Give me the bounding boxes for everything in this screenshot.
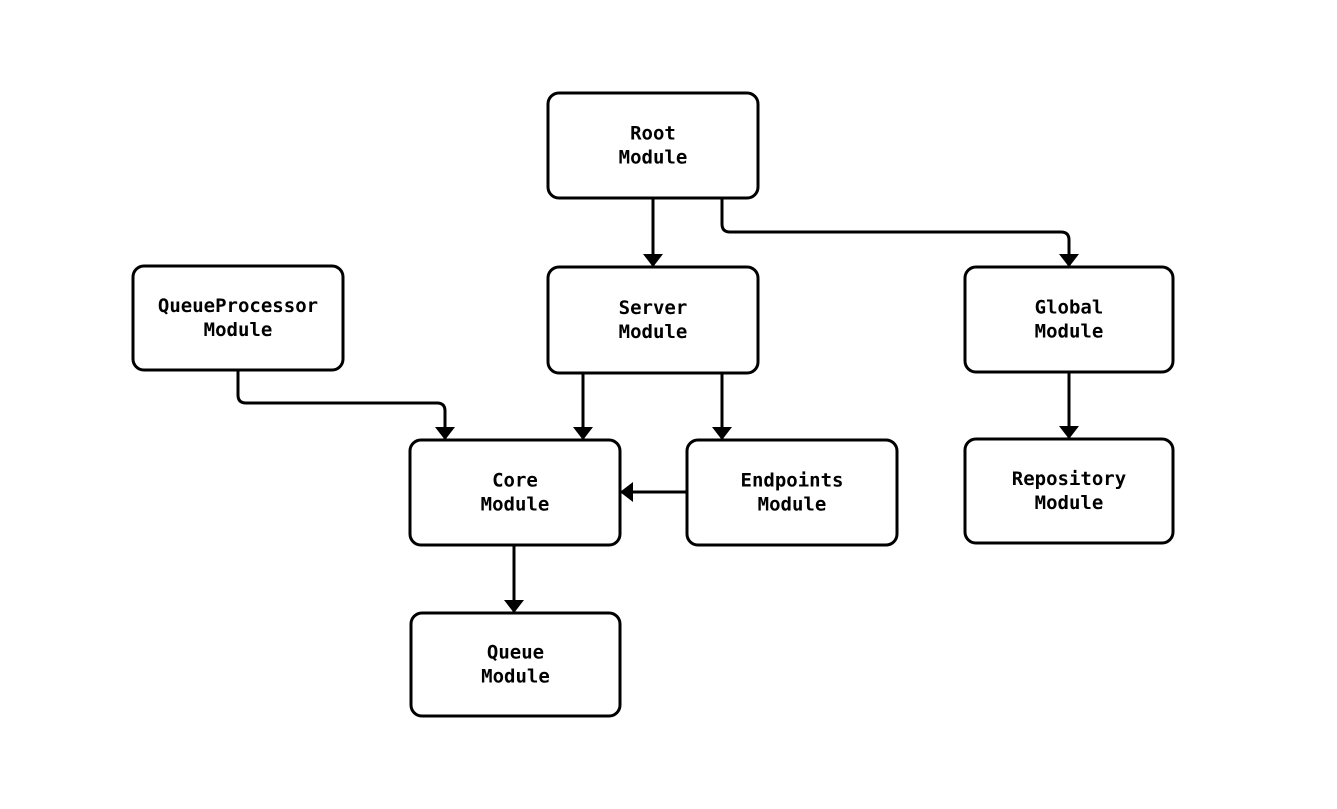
node-label-global-line2: Module [1035,321,1104,343]
node-label-root-line1: Root [630,123,676,145]
node-label-global-line1: Global [1035,297,1104,319]
node-box-core [408,438,622,547]
node-box-server [546,265,760,375]
edge-queueprocessor-to-core [236,370,455,440]
edge-root-to-global [720,198,1079,267]
node-box-queueprocessor [131,264,345,372]
node-label-repository-line1: Repository [1012,468,1126,490]
node-label-repository-line2: Module [1035,492,1104,514]
edges-layer [236,198,1079,613]
node-box-repository [963,437,1175,545]
node-label-server-line1: Server [619,297,688,319]
node-box-global [963,265,1175,374]
node-label-queue-line2: Module [481,666,550,688]
node-label-root-line2: Module [619,147,688,169]
node-label-endpoints-line2: Module [758,494,827,516]
node-label-queueprocessor-line1: QueueProcessor [158,295,318,317]
node-label-endpoints-line1: Endpoints [741,470,844,492]
node-label-queue-line1: Queue [487,642,544,664]
node-label-core-line2: Module [481,494,550,516]
nodes-layer: RootModuleQueueProcessorModuleServerModu… [131,91,1175,718]
node-label-server-line2: Module [619,321,688,343]
node-label-queueprocessor-line2: Module [204,319,273,341]
node-box-root [546,91,760,200]
node-label-core-line1: Core [492,470,538,492]
node-box-queue [409,611,622,718]
node-box-endpoints [685,438,899,547]
